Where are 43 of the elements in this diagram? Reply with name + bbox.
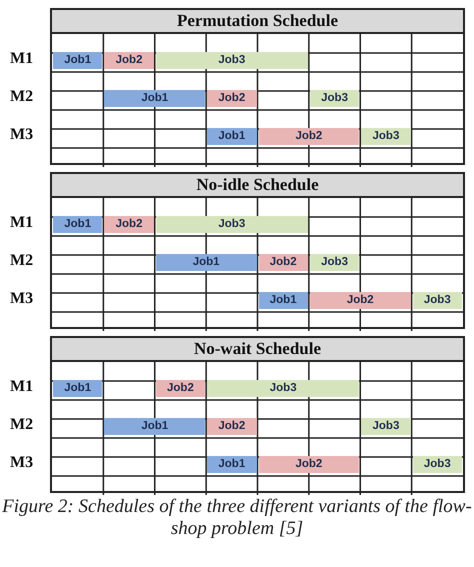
machine-label: M3 xyxy=(10,290,34,308)
panel-heading: Permutation Schedule xyxy=(176,11,338,30)
job-bar: Job3 xyxy=(310,90,360,107)
job-bar: Job2 xyxy=(258,456,360,473)
panel-heading: No-wait Schedule xyxy=(194,339,322,358)
job-bar: Job2 xyxy=(207,90,256,107)
job-bar: Job3 xyxy=(156,52,308,69)
job-bar: Job2 xyxy=(104,216,154,233)
schedule-panel xyxy=(50,336,465,493)
job-bar: Job1 xyxy=(207,456,256,473)
machine-label: M2 xyxy=(10,88,34,106)
machine-label: M1 xyxy=(10,214,34,232)
job-bar: Job2 xyxy=(310,292,411,309)
panel-heading: No-idle Schedule xyxy=(196,175,319,194)
job-bar: Job3 xyxy=(156,216,308,233)
job-bar: Job2 xyxy=(258,254,308,271)
schedule-panel xyxy=(50,8,465,165)
job-bar: Job3 xyxy=(207,380,360,397)
figure-caption: Figure 2: Schedules of the three different variants of the flow-shop problem [5] xyxy=(1,496,473,540)
machine-label: M2 xyxy=(10,252,34,270)
job-bar: Job2 xyxy=(207,418,256,435)
job-bar: Job2 xyxy=(156,380,206,397)
job-bar: Job3 xyxy=(361,418,411,435)
job-bar: Job3 xyxy=(412,456,462,473)
job-bar: Job1 xyxy=(207,128,256,145)
job-bar: Job1 xyxy=(156,254,256,271)
job-bar: Job1 xyxy=(104,90,206,107)
machine-label: M3 xyxy=(10,126,34,144)
job-bar: Job3 xyxy=(361,128,411,145)
machine-label: M1 xyxy=(10,50,34,68)
machine-label: M1 xyxy=(10,378,34,396)
job-bar: Job1 xyxy=(53,52,102,69)
job-bar: Job1 xyxy=(53,380,102,397)
job-bar: Job2 xyxy=(258,128,360,145)
job-bar: Job3 xyxy=(310,254,360,271)
job-bar: Job3 xyxy=(412,292,462,309)
job-bar: Job1 xyxy=(104,418,206,435)
schedule-panel xyxy=(50,172,465,329)
job-bar: Job2 xyxy=(104,52,154,69)
job-bar: Job1 xyxy=(53,216,102,233)
job-bar: Job1 xyxy=(258,292,308,309)
machine-label: M2 xyxy=(10,416,34,434)
machine-label: M3 xyxy=(10,454,34,472)
